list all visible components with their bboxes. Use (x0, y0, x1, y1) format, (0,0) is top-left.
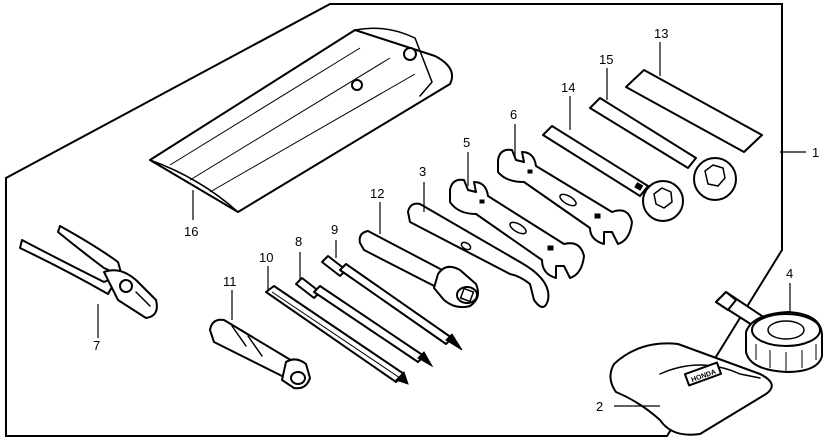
callout-14: 14 (561, 80, 575, 95)
callout-4: 4 (786, 266, 793, 281)
screwdriver-handle (209, 318, 311, 390)
socket-wrench (358, 230, 479, 309)
screwdriver-cross (295, 277, 434, 368)
box-wrench-long (542, 125, 684, 222)
screwdriver-grip (265, 285, 409, 385)
callout-9: 9 (331, 222, 338, 237)
callout-6: 6 (510, 107, 517, 122)
wrench-flat-bar (625, 69, 763, 153)
pin-spanner (407, 202, 550, 308)
callout-3: 3 (419, 164, 426, 179)
open-end-wrench-6 (497, 148, 633, 245)
callout-2: 2 (596, 399, 603, 414)
callout-5: 5 (463, 135, 470, 150)
fuel-cap (715, 291, 823, 373)
leader-lines (97, 42, 806, 407)
spare-bag: HONDA (609, 342, 773, 436)
pliers (19, 225, 158, 319)
callout-8: 8 (295, 234, 302, 249)
callout-11: 11 (223, 274, 237, 289)
box-wrench (589, 97, 737, 201)
callout-12: 12 (370, 186, 384, 201)
callout-13: 13 (654, 26, 668, 41)
screwdriver-flat (321, 255, 463, 351)
callout-15: 15 (599, 52, 613, 67)
kit-boundary-frame (5, 3, 783, 437)
callout-16: 16 (184, 224, 198, 239)
callout-10: 10 (259, 250, 273, 265)
tool-bag (149, 27, 454, 213)
callout-7: 7 (93, 338, 100, 353)
callout-numbers: 1 2 3 4 5 6 7 8 9 10 11 12 13 14 15 16 (93, 26, 819, 414)
open-end-wrench-5 (449, 178, 585, 279)
callout-1: 1 (812, 145, 819, 160)
